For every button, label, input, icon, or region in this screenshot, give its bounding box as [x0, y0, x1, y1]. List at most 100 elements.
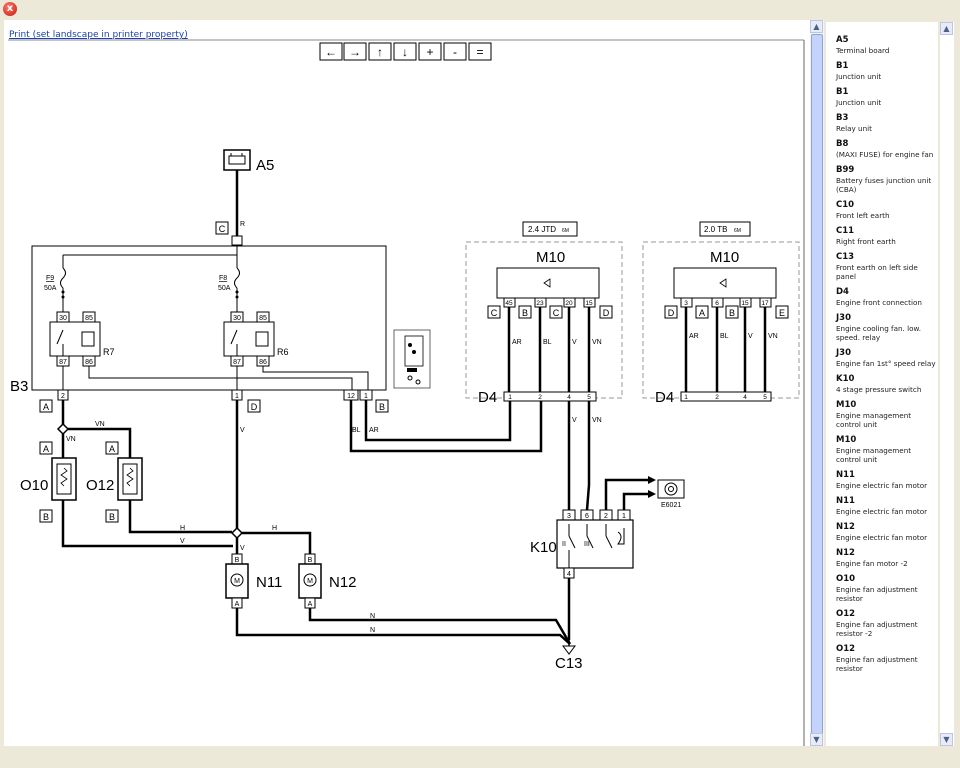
legend-code: N12	[836, 522, 855, 532]
print-link[interactable]: Print (set landscape in printer property…	[9, 30, 188, 40]
motor-n11: B M A N11	[225, 553, 282, 609]
pin-label: 2	[61, 393, 65, 400]
pin-label: 4	[743, 394, 747, 401]
legend-code: M10	[836, 400, 857, 410]
nav-label: ←	[325, 45, 337, 59]
legend-description: Front left earth	[836, 211, 890, 220]
wire-label: H	[180, 525, 185, 532]
relay-r6: 30 85 87 86 R6	[223, 311, 289, 367]
label-o12: O12	[86, 477, 114, 494]
label-d4: D4	[478, 389, 497, 406]
scroll-down-button[interactable]: ▼	[810, 733, 823, 746]
pin-label: 17	[761, 300, 769, 307]
connector-label: D	[603, 308, 610, 318]
legend-description: Engine fan adjustment resistor	[836, 655, 918, 673]
legend-code: B8	[836, 139, 849, 149]
connector-label: A	[109, 444, 115, 454]
connector-label: A	[308, 601, 313, 608]
pin-label: 2	[604, 513, 608, 520]
scroll-up-button[interactable]: ▲	[810, 20, 823, 33]
label-c13: C13	[555, 655, 583, 672]
scroll-thumb[interactable]	[811, 34, 823, 734]
zoom-in-button[interactable]: +	[418, 42, 442, 61]
pin-label: 3	[567, 513, 571, 520]
legend-code: D4	[836, 287, 849, 297]
connector-label: A	[699, 308, 705, 318]
legend-code: O12	[836, 644, 856, 654]
gearbox-label: 6M	[562, 228, 569, 234]
wire-label: VN	[95, 421, 105, 428]
legend-scrollbar[interactable]: ▲ ▼	[940, 22, 954, 746]
legend-description: Engine cooling fan. low. speed. relay	[836, 324, 922, 342]
relay-unit-b3: B3	[10, 245, 387, 395]
legend-code: A5	[836, 35, 849, 45]
label-e6021: E6021	[661, 502, 681, 509]
engine-variant-2-4-jtd: 2.4 JTD 6M M10 45 23 20 15 C B C D AR BL…	[465, 221, 623, 406]
close-button[interactable]: x	[3, 2, 17, 16]
pin-label: 6	[585, 513, 589, 520]
pin-label: 15	[585, 300, 593, 307]
label-k10: K10	[530, 539, 557, 556]
pin-label: 12	[347, 393, 355, 400]
pin-label: 2	[715, 394, 719, 401]
connector-label: D	[668, 308, 675, 318]
legend-description: Junction unit	[836, 98, 882, 107]
connector-label: A	[235, 601, 240, 608]
zoom-reset-button[interactable]: =	[468, 42, 492, 61]
legend-code: O10	[836, 574, 856, 584]
nav-up-button[interactable]: ↑	[368, 42, 392, 61]
legend-description: Engine fan motor -2	[836, 559, 908, 568]
nav-right-button[interactable]: →	[343, 42, 367, 61]
nav-down-button[interactable]: ↓	[393, 42, 417, 61]
pin-label: 23	[536, 300, 544, 307]
legend-description: (MAXI FUSE) for engine fan	[836, 150, 934, 159]
pin-label: 30	[233, 315, 241, 322]
label-m10: M10	[536, 249, 565, 266]
pin-label: 85	[259, 315, 267, 322]
wire-label: V	[240, 545, 245, 552]
nav-label: ↑	[377, 45, 383, 59]
pin-label: 4	[567, 571, 571, 578]
resistor-o12: A B O12	[86, 441, 143, 523]
pin-label: 87	[233, 359, 241, 366]
pin-label: 20	[565, 300, 573, 307]
wire-label: BL	[543, 339, 552, 346]
label-b3: B3	[10, 378, 28, 395]
connector-label: B	[235, 557, 240, 564]
nav-label: -	[453, 45, 457, 59]
fuse-label: F9	[46, 275, 54, 282]
pin-label: 3	[684, 300, 688, 307]
legend-code: M10	[836, 435, 857, 445]
legend-code: N11	[836, 470, 855, 480]
title-bar: x	[0, 0, 960, 18]
legend-description: Engine management control unit	[836, 411, 912, 429]
pin-label: 87	[59, 359, 67, 366]
legend-scroll-down-button[interactable]: ▼	[940, 733, 953, 746]
diagram-scrollbar[interactable]: ▲ ▼	[810, 20, 824, 746]
legend-scroll-up-button[interactable]: ▲	[940, 22, 953, 35]
nav-left-button[interactable]: ←	[319, 42, 343, 61]
legend-code: C13	[836, 252, 855, 262]
label-n11: N11	[256, 574, 282, 591]
pin-label: 86	[85, 359, 93, 366]
terminal-board-a5: A5	[223, 149, 274, 174]
legend-code: B3	[836, 113, 849, 123]
legend-description: Battery fuses junction unit (CBA)	[836, 176, 932, 194]
connector-label: C	[219, 224, 226, 234]
label-n12: N12	[329, 574, 357, 591]
legend-description: Junction unit	[836, 72, 882, 81]
connector-label: A	[43, 444, 49, 454]
wire-label: VN	[592, 339, 602, 346]
legend-code: C10	[836, 200, 855, 210]
connector-label: D	[251, 402, 258, 412]
zoom-out-button[interactable]: -	[443, 42, 467, 61]
